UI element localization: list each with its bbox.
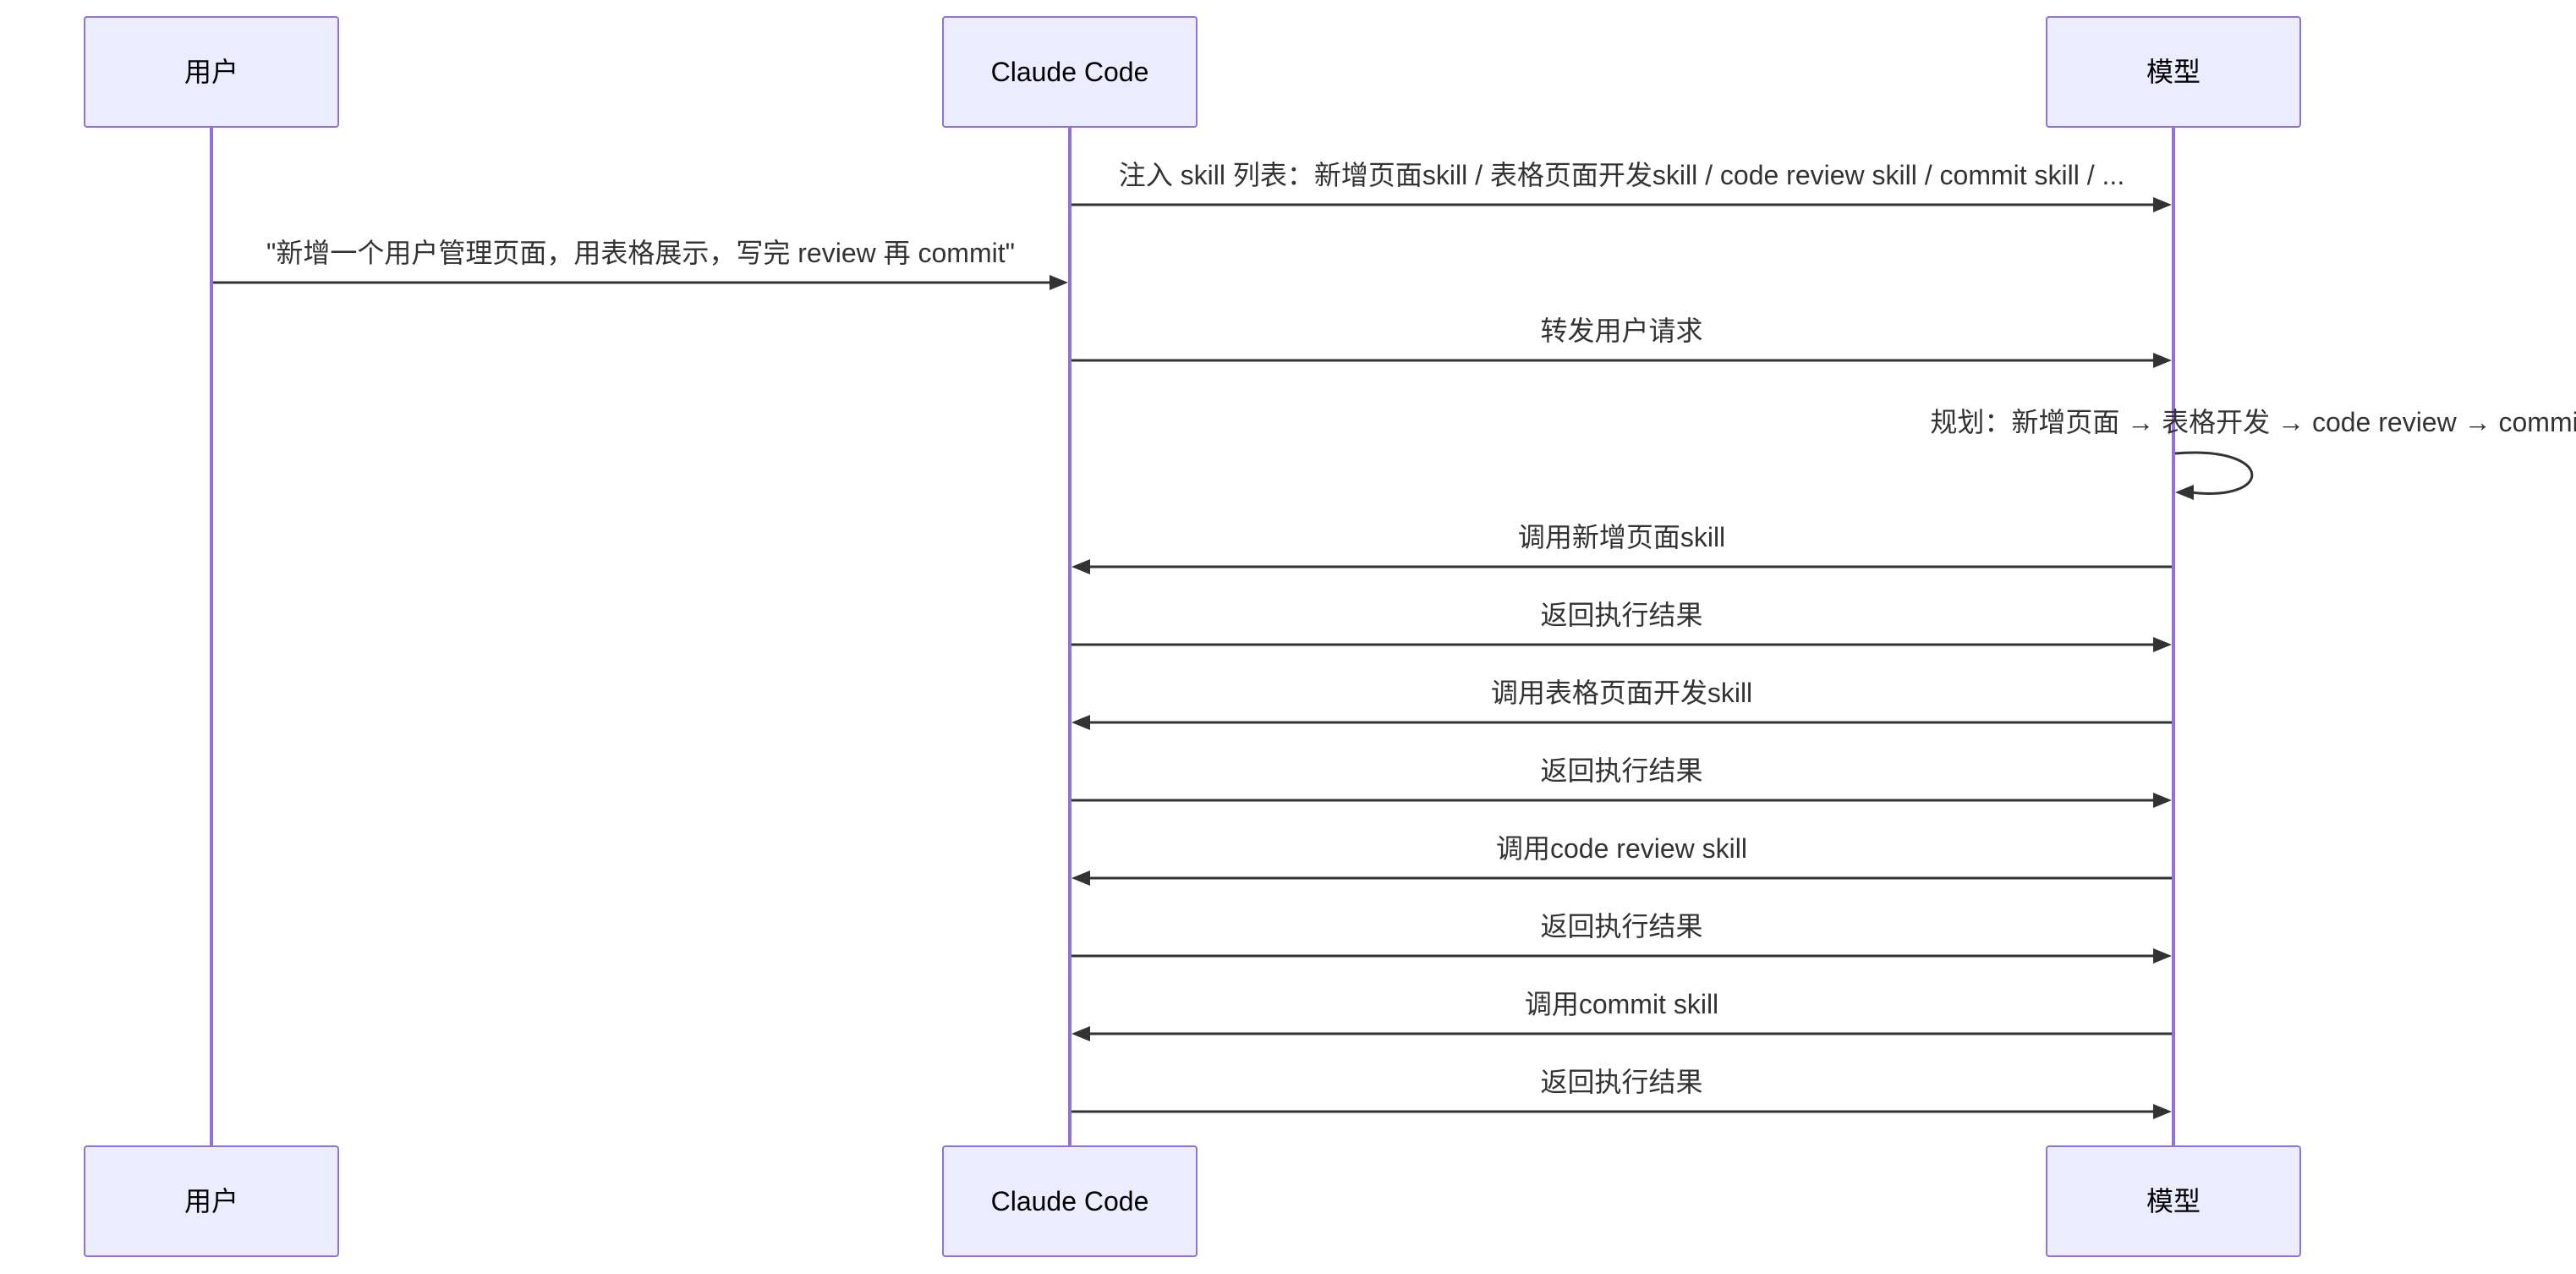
message-label: 调用新增页面skill — [1518, 522, 1725, 552]
message-label: 转发用户请求 — [1540, 316, 1702, 346]
message-2: "新增一个用户管理页面，用表格展示，写完 review 再 commit" — [213, 238, 1068, 290]
actors-bottom: 用户 Claude Code 模型 — [84, 1145, 2301, 1257]
actor-label: Claude Code — [991, 57, 1149, 87]
actor-label: 模型 — [2146, 1186, 2201, 1216]
actor-claude-bottom: Claude Code — [942, 1145, 1198, 1257]
actor-label: Claude Code — [991, 1186, 1149, 1216]
actor-box — [942, 1145, 1198, 1257]
actor-label: 用户 — [184, 1186, 238, 1216]
actor-label: 模型 — [2146, 57, 2201, 87]
arrowhead — [1072, 870, 1090, 886]
arrowhead — [2153, 197, 2172, 212]
actor-box — [84, 1145, 339, 1257]
message-label: 返回执行结果 — [1540, 1067, 1702, 1097]
arrowhead — [2153, 637, 2172, 652]
message-5: 调用新增页面skill — [1072, 522, 2172, 574]
message-label: 返回执行结果 — [1540, 600, 1702, 630]
message-label: 调用commit skill — [1525, 989, 1718, 1019]
actor-user-top: 用户 — [84, 16, 339, 128]
message-10: 返回执行结果 — [1072, 911, 2172, 964]
messages: 注入 skill 列表：新增页面skill / 表格页面开发skill / co… — [213, 160, 2576, 1119]
message-label: 返回执行结果 — [1540, 911, 1702, 942]
arrowhead — [1072, 559, 1090, 574]
lifelines — [210, 127, 2175, 1146]
message-4: 规划：新增页面 → 表格开发 → code review → commit — [1930, 407, 2576, 500]
message-6: 返回执行结果 — [1072, 600, 2172, 652]
message-label: 返回执行结果 — [1540, 755, 1702, 786]
arrowhead — [1072, 715, 1090, 730]
message-8: 返回执行结果 — [1072, 755, 2172, 808]
actor-label: 用户 — [184, 57, 238, 87]
actors-top: 用户 Claude Code 模型 — [84, 16, 2301, 128]
message-label: 调用表格页面开发skill — [1491, 678, 1752, 708]
arrowhead — [2153, 1104, 2172, 1119]
message-12: 返回执行结果 — [1072, 1067, 2172, 1119]
arrowhead — [2153, 353, 2172, 368]
message-label: 调用code review skill — [1496, 833, 1747, 864]
arrowhead — [1072, 1026, 1090, 1041]
arrowhead — [2153, 793, 2172, 808]
actor-box — [2046, 16, 2301, 128]
message-3: 转发用户请求 — [1072, 316, 2172, 368]
actor-model-top: 模型 — [2046, 16, 2301, 128]
actor-box — [84, 16, 339, 128]
actor-box — [2046, 1145, 2301, 1257]
message-label: 注入 skill 列表：新增页面skill / 表格页面开发skill / co… — [1119, 160, 2124, 190]
message-label: 规划：新增页面 → 表格开发 → code review → commit — [1930, 407, 2576, 437]
arrowhead — [2175, 485, 2194, 500]
message-line — [2174, 451, 2254, 495]
actor-box — [942, 16, 1198, 128]
arrowhead — [1050, 275, 1068, 290]
message-11: 调用commit skill — [1072, 989, 2172, 1041]
message-7: 调用表格页面开发skill — [1072, 678, 2172, 730]
actor-user-bottom: 用户 — [84, 1145, 339, 1257]
actor-model-bottom: 模型 — [2046, 1145, 2301, 1257]
actor-claude-top: Claude Code — [942, 16, 1198, 128]
message-label: "新增一个用户管理页面，用表格展示，写完 review 再 commit" — [266, 238, 1015, 268]
message-1: 注入 skill 列表：新增页面skill / 表格页面开发skill / co… — [1072, 160, 2172, 212]
arrowhead — [2153, 948, 2172, 964]
message-9: 调用code review skill — [1072, 833, 2172, 886]
